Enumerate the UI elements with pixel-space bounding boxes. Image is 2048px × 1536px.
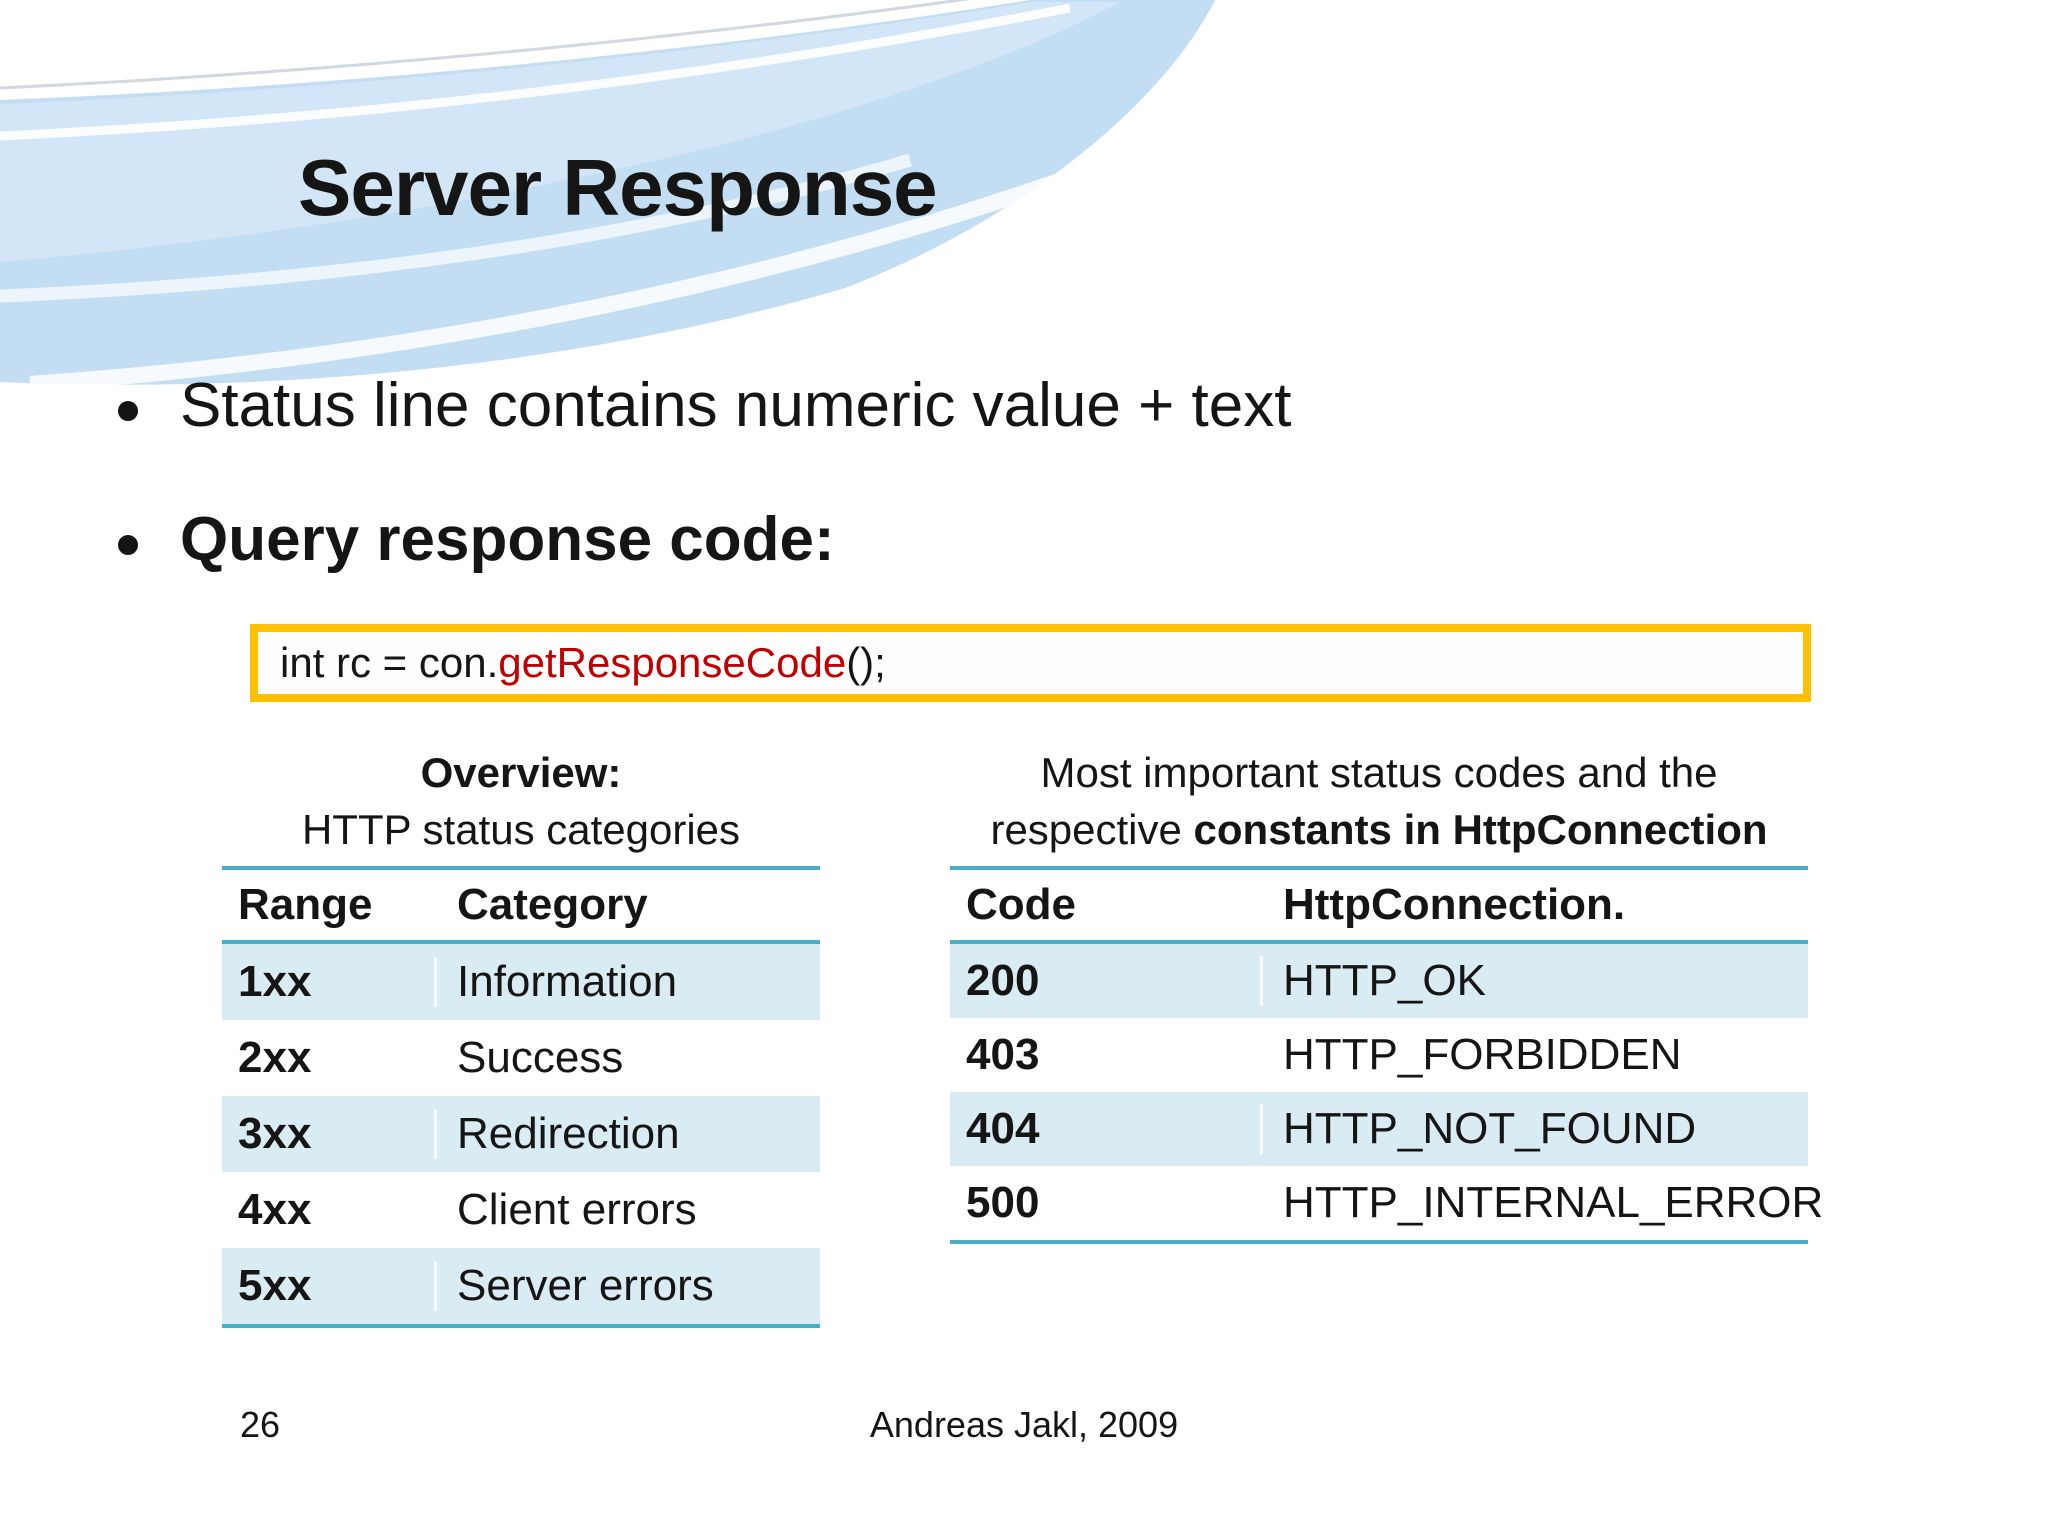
cell-category: Server errors xyxy=(434,1261,820,1311)
bullet-dot xyxy=(118,535,138,555)
cell-code: 200 xyxy=(966,956,1040,1005)
bullet-dot xyxy=(118,401,138,421)
cell-category: Success xyxy=(434,1033,820,1083)
cell-constant: HTTP_INTERNAL_ERROR xyxy=(1260,1178,1823,1228)
table-row: 403 HTTP_FORBIDDEN xyxy=(950,1018,1808,1092)
caption-bold-text: constants in HttpConnection xyxy=(1193,806,1768,853)
cell-category: Information xyxy=(434,957,820,1007)
table-header-row: Code HttpConnection. xyxy=(950,870,1808,944)
column-header: Code xyxy=(966,880,1076,929)
cell-constant: HTTP_OK xyxy=(1260,956,1808,1006)
code-text: (); xyxy=(846,639,886,686)
cell-range: 1xx xyxy=(238,957,312,1006)
cell-constant: HTTP_FORBIDDEN xyxy=(1260,1030,1808,1080)
cell-range: 5xx xyxy=(238,1261,312,1310)
left-table-caption-line2: HTTP status categories xyxy=(301,806,741,853)
code-text: int rc = con. xyxy=(280,639,499,686)
table-row: 200 HTTP_OK xyxy=(950,944,1808,1018)
cell-constant: HTTP_NOT_FOUND xyxy=(1260,1104,1808,1154)
code-snippet-box: int rc = con.getResponseCode(); xyxy=(250,624,1811,702)
left-table-caption: Overview: HTTP status categories xyxy=(222,744,820,858)
column-header: Range xyxy=(238,880,373,929)
right-table-caption-line2: respective constants in HttpConnection xyxy=(950,801,1808,858)
slide-title: Server Response xyxy=(298,143,938,232)
cell-category: Redirection xyxy=(434,1109,820,1159)
table-header-row: Range Category xyxy=(222,870,820,944)
table-row: 2xx Success xyxy=(222,1020,820,1096)
cell-code: 403 xyxy=(966,1030,1040,1079)
http-status-categories-table: Range Category 1xx Information 2xx Succe… xyxy=(222,866,820,1328)
left-table-caption-line1: Overview: xyxy=(420,749,622,796)
bullet-item-2: Query response code: xyxy=(118,504,835,576)
bullet-text: Status line contains numeric value + tex… xyxy=(180,371,1292,440)
table-row: 500 HTTP_INTERNAL_ERROR xyxy=(950,1166,1823,1240)
cell-range: 2xx xyxy=(238,1033,312,1082)
cell-range: 4xx xyxy=(238,1185,312,1234)
cell-category: Client errors xyxy=(434,1185,820,1235)
table-row: 4xx Client errors xyxy=(222,1172,820,1248)
footer-credit: Andreas Jakl, 2009 xyxy=(869,1404,1179,1445)
status-code-constants-table: Code HttpConnection. 200 HTTP_OK 403 HTT… xyxy=(950,866,1823,1244)
bullet-text: Query response code: xyxy=(180,505,835,574)
caption-regular-text: respective xyxy=(990,806,1194,853)
right-table-caption-line1: Most important status codes and the xyxy=(1040,749,1718,796)
right-table-caption: Most important status codes and the resp… xyxy=(950,744,1808,858)
table-row: 1xx Information xyxy=(222,944,820,1020)
bullet-item-1: Status line contains numeric value + tex… xyxy=(118,370,1291,442)
code-highlighted-method: getResponseCode xyxy=(498,639,847,686)
column-header: HttpConnection. xyxy=(1283,880,1626,929)
table-row: 404 HTTP_NOT_FOUND xyxy=(950,1092,1808,1166)
column-header: Category xyxy=(457,880,648,929)
page-number: 26 xyxy=(240,1404,281,1445)
table-row: 3xx Redirection xyxy=(222,1096,820,1172)
cell-range: 3xx xyxy=(238,1109,312,1158)
cell-code: 500 xyxy=(966,1178,1040,1227)
cell-code: 404 xyxy=(966,1104,1040,1153)
table-row: 5xx Server errors xyxy=(222,1248,820,1324)
